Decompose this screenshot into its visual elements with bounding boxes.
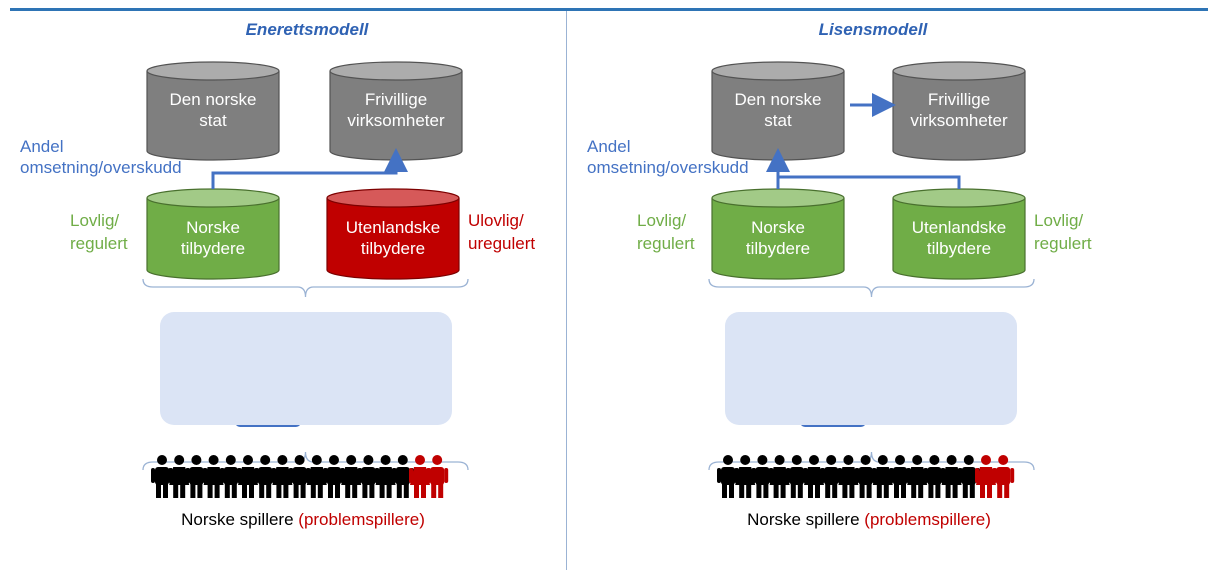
cylinder-volunteer-exclusive-shape	[329, 61, 463, 161]
status-right-license: Lovlig/ regulert	[1034, 211, 1092, 253]
status-left-exclusive: Lovlig/ regulert	[70, 211, 128, 253]
cylinder-state-exclusive-shape	[146, 61, 280, 161]
person-icon-0-11	[340, 455, 363, 498]
cylinder-label: Norske tilbydere	[745, 218, 811, 258]
brace-providers-exclusive	[142, 278, 469, 298]
cylinder-foreign-exclusive-top	[326, 188, 460, 208]
flow-line-license-foreign	[778, 175, 961, 189]
person-icon-0-1	[168, 455, 191, 498]
cylinder-foreign-exclusive: Utenlandske tilbydere	[327, 189, 459, 279]
cylinder-norwegian-exclusive: Norske tilbydere	[147, 189, 279, 279]
players-label: Norske spillere	[181, 510, 294, 529]
brace-players-exclusive	[142, 451, 469, 471]
cylinder-norwegian-exclusive-shape	[146, 188, 280, 280]
share-label-license: Andel omsetning/overskudd	[587, 137, 749, 177]
status-left-license: Lovlig/ regulert	[637, 211, 695, 253]
cylinder-volunteer-exclusive-top	[329, 61, 463, 81]
cylinder-volunteer-license-shape	[892, 61, 1026, 161]
person-icon-0-6	[254, 455, 277, 498]
person-icon-1-4	[785, 455, 808, 498]
cylinder-volunteer-license: Frivillige virksomheter	[893, 62, 1025, 160]
person-icon-0-16	[426, 455, 449, 498]
person-icon-1-3	[768, 455, 791, 498]
cylinder-volunteer-exclusive: Frivillige virksomheter	[330, 62, 462, 160]
problem-players-label: (problemspillere)	[864, 510, 991, 529]
person-icon-0-5	[237, 455, 259, 498]
panel-divider	[566, 11, 567, 570]
cylinder-norwegian-license-shape	[711, 188, 845, 280]
cylinder-state-license-shape	[711, 61, 845, 161]
person-icon-1-15	[975, 455, 997, 498]
cylinder-label: Frivillige virksomheter	[910, 90, 1008, 130]
cylinder-state-license: Den norske stat	[712, 62, 844, 160]
players-label: Norske spillere	[747, 510, 860, 529]
gaming-panel-exclusive	[160, 312, 452, 425]
cylinder-label: Utenlandske tilbydere	[345, 218, 441, 258]
players-caption-exclusive: Norske spillere (problemspillere)	[103, 510, 503, 530]
panel-title-exclusive: Enerettsmodell	[245, 20, 369, 39]
gaming-panel-license	[725, 312, 1017, 425]
cylinder-foreign-license-shape	[892, 188, 1026, 280]
cylinder-label: Den norske stat	[169, 90, 257, 130]
person-icon-1-11	[906, 455, 929, 498]
players-caption-license: Norske spillere (problemspillere)	[669, 510, 1069, 530]
brace-providers-license	[708, 278, 1035, 298]
panel-title-license: Lisensmodell	[818, 20, 928, 39]
flow-arrow-exclusive	[211, 148, 408, 189]
person-icon-0-3	[202, 455, 225, 498]
cylinder-label: Norske tilbydere	[180, 218, 246, 258]
cylinder-foreign-exclusive-shape	[326, 188, 460, 280]
status-right-exclusive: Ulovlig/ uregulert	[468, 211, 536, 253]
share-label-exclusive: Andel omsetning/overskudd	[20, 137, 182, 177]
cylinder-norwegian-license: Norske tilbydere	[712, 189, 844, 279]
brace-players-license	[708, 451, 1035, 471]
problem-players-label: (problemspillere)	[298, 510, 425, 529]
cylinder-state-exclusive-top	[146, 61, 280, 81]
cylinder-state-exclusive: Den norske stat	[147, 62, 279, 160]
cylinder-state-license-top	[711, 61, 845, 81]
cylinder-volunteer-license-top	[892, 61, 1026, 81]
cylinder-label: Frivillige virksomheter	[347, 90, 445, 130]
cylinder-label: Den norske stat	[734, 90, 822, 130]
person-icon-1-16	[992, 455, 1015, 498]
cylinder-label: Utenlandske tilbydere	[911, 218, 1007, 258]
cylinder-foreign-license: Utenlandske tilbydere	[893, 189, 1025, 279]
top-rule	[10, 8, 1208, 11]
person-icon-1-9	[871, 455, 894, 498]
